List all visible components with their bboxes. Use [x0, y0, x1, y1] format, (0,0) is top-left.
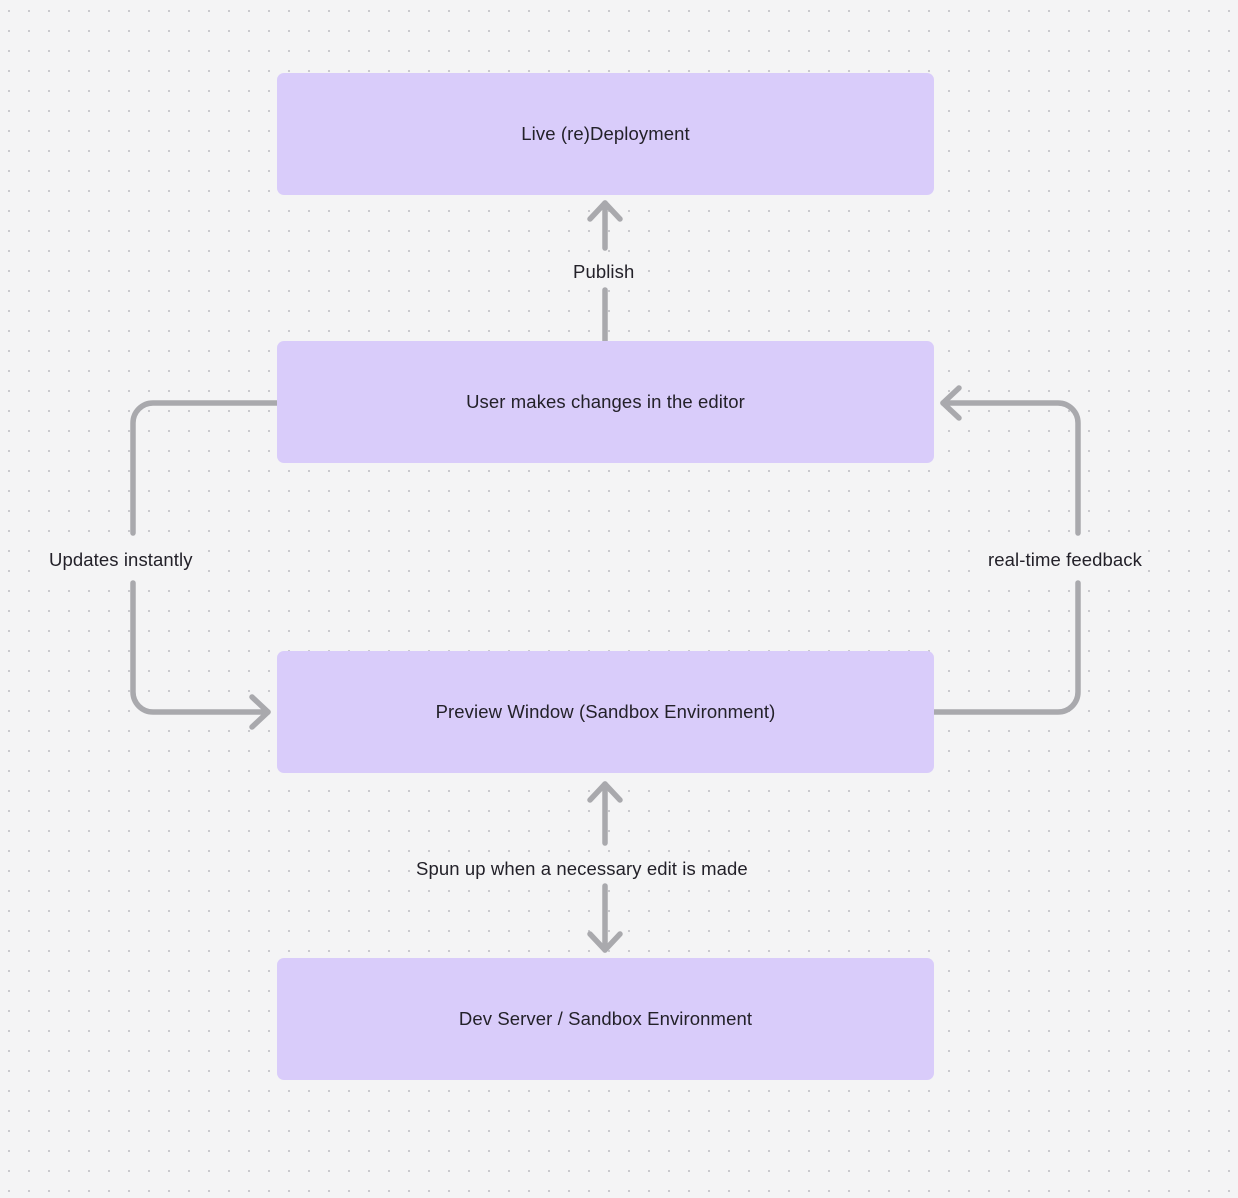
node-preview-window-label: Preview Window (Sandbox Environment) — [435, 700, 776, 722]
node-user-makes-changes[interactable]: User makes changes in the editor — [277, 341, 934, 463]
edge-label-updates-instantly: Updates instantly — [44, 547, 198, 574]
edge-label-real-time-feedback: real-time feedback — [983, 547, 1147, 574]
node-dev-server[interactable]: Dev Server / Sandbox Environment — [277, 958, 934, 1080]
node-live-redeployment[interactable]: Live (re)Deployment — [277, 73, 934, 195]
edge-label-publish: Publish — [568, 259, 640, 286]
node-live-redeployment-label: Live (re)Deployment — [521, 122, 690, 144]
edge-label-spun-up: Spun up when a necessary edit is made — [411, 856, 753, 883]
node-preview-window[interactable]: Preview Window (Sandbox Environment) — [277, 651, 934, 773]
node-user-makes-changes-label: User makes changes in the editor — [466, 390, 745, 412]
node-dev-server-label: Dev Server / Sandbox Environment — [458, 1007, 753, 1029]
